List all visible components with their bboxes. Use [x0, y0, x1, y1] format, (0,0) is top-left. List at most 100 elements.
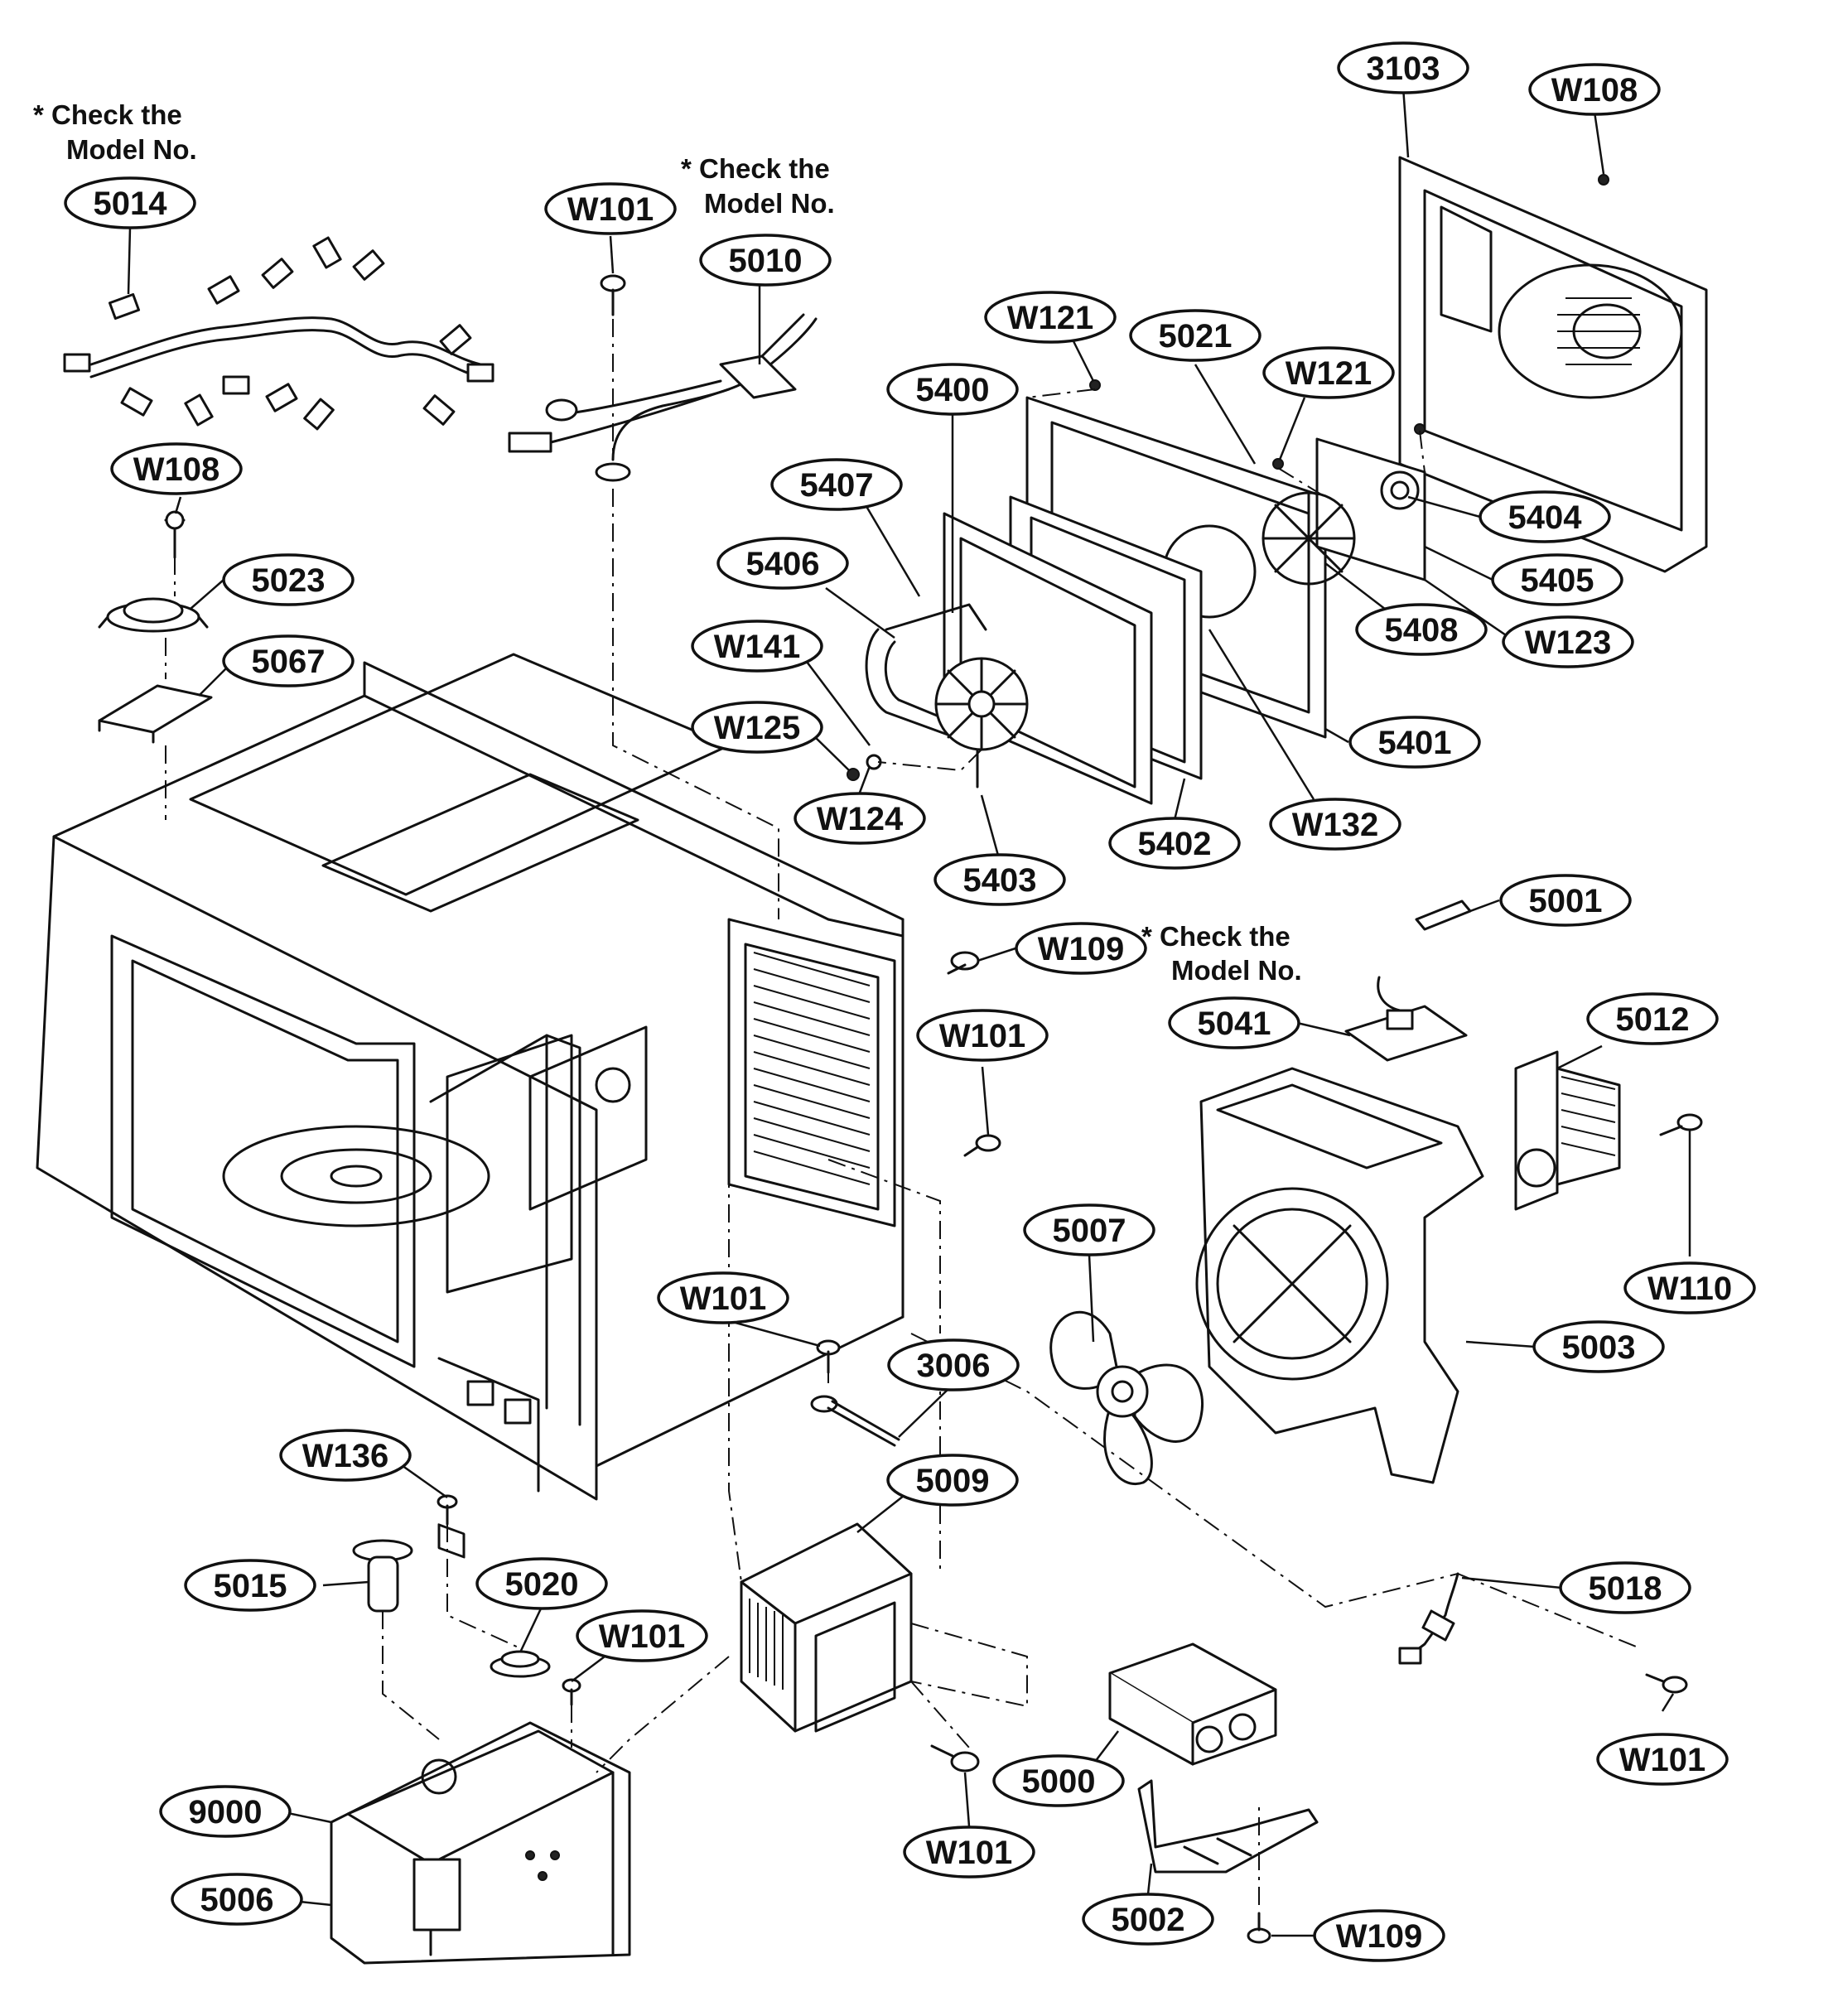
callout-5020: 5020 [475, 1557, 608, 1610]
callout-5405-label: 5405 [1521, 562, 1594, 599]
callout-w121-b-label: W121 [1286, 355, 1372, 392]
callout-5021-label: 5021 [1159, 318, 1233, 354]
callout-w101-magnetron-label: W101 [926, 1835, 1013, 1871]
rear-cover-3103 [1398, 156, 1708, 573]
callout-5003-label: 5003 [1562, 1329, 1636, 1366]
callout-w109-mid-label: W109 [1038, 931, 1125, 967]
callout-5402: 5402 [1108, 817, 1241, 870]
callout-w108-right-label: W108 [1551, 72, 1638, 109]
fuse-5015 [352, 1539, 413, 1613]
screw-w101-right [1645, 1673, 1688, 1694]
callout-5400-label: 5400 [916, 372, 990, 408]
model-note-1-line1: * Check the [33, 99, 182, 130]
callout-5002: 5002 [1082, 1893, 1214, 1946]
callout-5015-label: 5015 [214, 1568, 287, 1604]
callout-5006: 5006 [171, 1873, 303, 1926]
callout-w125: W125 [691, 701, 823, 754]
callout-w123-label: W123 [1525, 625, 1612, 661]
heater-coil-5406 [865, 603, 987, 789]
capacitor-5000 [1108, 1642, 1277, 1766]
callout-w101-lower-label: W101 [599, 1618, 686, 1655]
screw-w101-top [600, 274, 626, 316]
stud-3006 [810, 1395, 900, 1447]
callout-w110-label: W110 [1647, 1271, 1732, 1307]
magnetron-5009 [740, 1522, 913, 1733]
callout-5009-label: 5009 [916, 1463, 990, 1499]
fan-motor-5012 [1514, 1050, 1621, 1211]
assembly-lines [165, 319, 1641, 1905]
callout-5007-label: 5007 [1053, 1213, 1126, 1249]
callout-5407: 5407 [770, 458, 903, 511]
screw-w101-3006 [816, 1339, 841, 1374]
model-note-2-line2: Model No. [704, 188, 835, 219]
callout-w108-left-label: W108 [133, 451, 220, 488]
callout-5010: 5010 [699, 234, 832, 287]
callout-5023: 5023 [222, 553, 355, 606]
callout-5067-label: 5067 [252, 644, 326, 680]
callout-5401-label: 5401 [1378, 725, 1452, 761]
oven-cavity-5006 [36, 653, 905, 1559]
callout-5000-label: 5000 [1022, 1763, 1096, 1800]
model-note-3-line2: Model No. [1171, 955, 1302, 986]
screw-w109-mid [947, 951, 980, 975]
model-note-2-line1: * Check the [681, 153, 830, 184]
callout-w101-3006-label: W101 [680, 1280, 767, 1317]
air-guide-5003 [1195, 1067, 1484, 1484]
callout-w101-right-label: W101 [1619, 1742, 1706, 1778]
callout-5000: 5000 [992, 1754, 1125, 1807]
callout-9000: 9000 [159, 1785, 292, 1838]
callout-5014: 5014 [64, 176, 196, 229]
wire-assembly-5010 [508, 313, 818, 482]
callout-w136: W136 [279, 1429, 412, 1482]
callout-w141: W141 [691, 620, 823, 673]
pcb-5041 [1344, 976, 1468, 1062]
callout-5010-label: 5010 [729, 243, 803, 279]
nut-w125 [847, 768, 860, 781]
callout-w101-3006: W101 [657, 1271, 789, 1324]
screw-w136 [437, 1494, 458, 1526]
callout-5018: 5018 [1559, 1561, 1691, 1614]
screw-w101-magnetron [930, 1744, 980, 1772]
callout-w101-magnetron: W101 [903, 1825, 1035, 1879]
callout-5041: 5041 [1168, 996, 1300, 1049]
motor-5404 [1315, 437, 1426, 581]
callout-5067: 5067 [222, 634, 355, 687]
callout-5403: 5403 [933, 853, 1066, 906]
callout-5001: 5001 [1499, 874, 1632, 927]
callout-w101-mid-label: W101 [939, 1018, 1026, 1054]
screw-w108-right [1598, 174, 1609, 186]
callout-5402-label: 5402 [1138, 826, 1212, 862]
callout-w121-a-label: W121 [1007, 300, 1094, 336]
callout-w101-mid: W101 [916, 1009, 1049, 1062]
callout-w132-label: W132 [1292, 807, 1379, 843]
bracket-5067 [98, 684, 213, 744]
callout-w121-a: W121 [984, 291, 1117, 344]
callout-3103: 3103 [1337, 41, 1469, 94]
screw-w109-bottom [1247, 1912, 1271, 1944]
callout-5404-label: 5404 [1508, 499, 1583, 536]
callout-w101-top: W101 [544, 182, 677, 235]
callout-5406-label: 5406 [746, 546, 820, 582]
callout-5007: 5007 [1023, 1203, 1155, 1256]
callout-5023-label: 5023 [252, 562, 326, 599]
callout-5006-label: 5006 [200, 1882, 274, 1918]
fan-5407 [934, 657, 1029, 751]
bracket-5002 [1137, 1779, 1319, 1874]
callout-5408-label: 5408 [1385, 612, 1459, 649]
fan-blade-5408 [1262, 491, 1356, 586]
model-note-3: * Check the Model No. [1141, 921, 1302, 986]
callout-w125-label: W125 [714, 710, 801, 746]
callout-5003: 5003 [1532, 1320, 1665, 1373]
callout-5405: 5405 [1491, 553, 1623, 606]
callout-5403-label: 5403 [963, 862, 1037, 899]
callout-5012: 5012 [1586, 992, 1719, 1045]
callout-w124-label: W124 [817, 801, 904, 837]
callout-5012-label: 5012 [1616, 1001, 1690, 1038]
callout-5400: 5400 [886, 363, 1019, 416]
callout-5001-label: 5001 [1529, 883, 1603, 919]
thermostat-5023 [98, 597, 209, 633]
callout-w141-label: W141 [714, 629, 801, 665]
callout-5041-label: 5041 [1198, 1006, 1271, 1042]
callout-w110: W110 [1623, 1261, 1756, 1314]
